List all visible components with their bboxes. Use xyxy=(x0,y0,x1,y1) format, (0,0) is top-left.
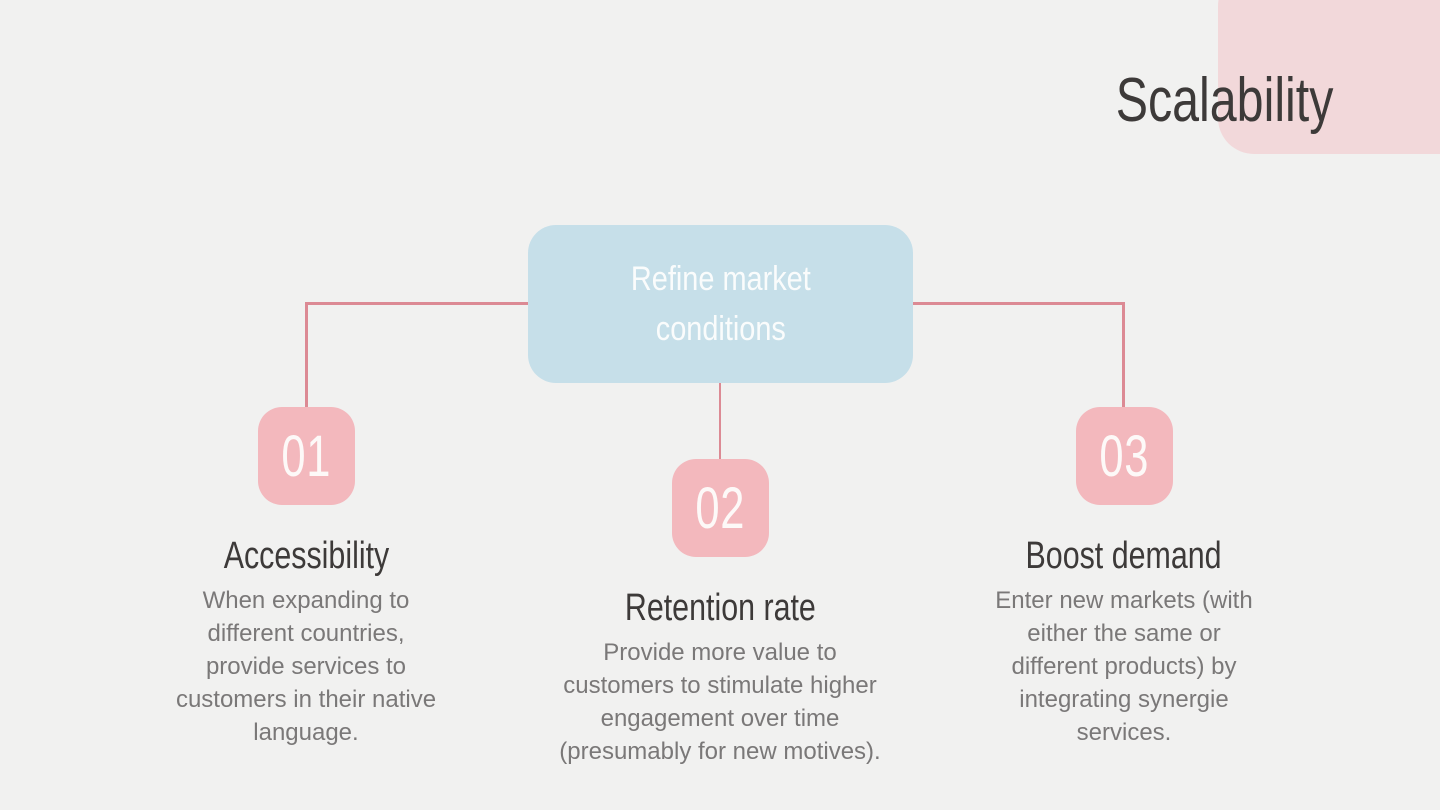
connector-right-horizontal xyxy=(912,302,1124,305)
branch-column-2: 02 Retention rate Provide more value to … xyxy=(540,459,900,768)
item-heading-boost-demand-text: Boost demand xyxy=(1025,535,1223,577)
slide-title: Scalability xyxy=(1040,60,1410,142)
number-box-03-label: 03 xyxy=(1099,423,1149,489)
item-heading-boost-demand: Boost demand xyxy=(1001,536,1246,576)
item-description-accessibility: When expanding to different countries, p… xyxy=(175,587,437,746)
item-heading-retention-rate: Retention rate xyxy=(601,588,840,628)
item-heading-retention-rate-text: Retention rate xyxy=(624,587,816,629)
connector-middle-vertical xyxy=(718,382,721,460)
slide-title-text: Scalability xyxy=(1116,66,1334,135)
number-box-03: 03 xyxy=(1075,407,1173,505)
connector-left-vertical xyxy=(305,302,308,408)
connector-right-vertical xyxy=(1122,302,1125,408)
root-node-label: Refine market conditions xyxy=(630,260,811,348)
connector-left-horizontal xyxy=(305,302,529,305)
item-heading-accessibility: Accessibility xyxy=(203,536,410,576)
root-node: Refine market conditions xyxy=(528,225,913,383)
header-decor-block xyxy=(1218,0,1440,154)
item-heading-accessibility-text: Accessibility xyxy=(223,535,389,577)
number-box-01-label: 01 xyxy=(281,423,331,489)
number-box-02: 02 xyxy=(671,459,769,557)
item-description-retention-rate: Provide more value to customers to stimu… xyxy=(559,639,881,765)
number-box-02-label: 02 xyxy=(695,475,745,541)
number-box-01: 01 xyxy=(257,407,355,505)
branch-column-3: 03 Boost demand Enter new markets (with … xyxy=(944,407,1304,749)
branch-column-1: 01 Accessibility When expanding to diffe… xyxy=(126,407,486,749)
item-description-boost-demand: Enter new markets (with either the same … xyxy=(995,587,1253,746)
